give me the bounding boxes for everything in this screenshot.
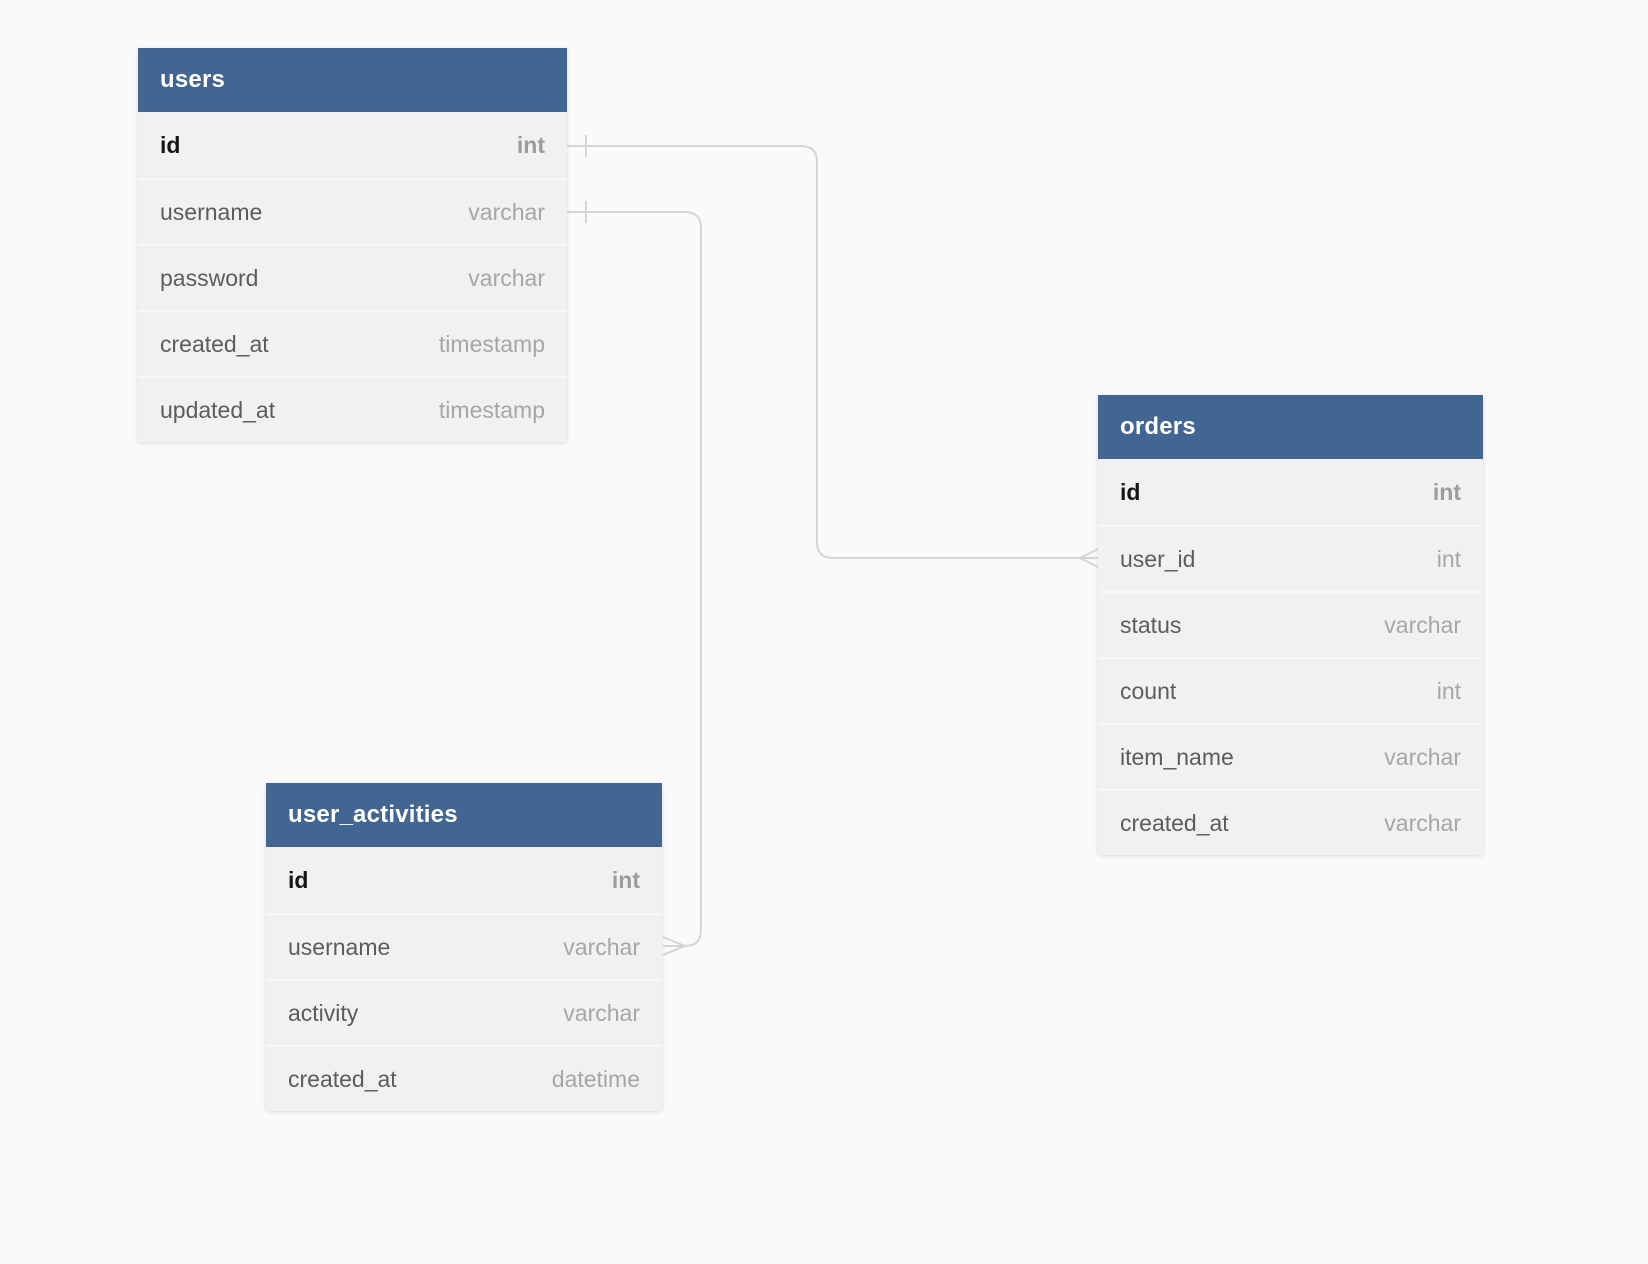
field-type: timestamp bbox=[438, 330, 545, 357]
field-row-orders-count[interactable]: count int bbox=[1098, 657, 1483, 723]
field-type: varchar bbox=[563, 933, 640, 960]
field-type: varchar bbox=[1384, 611, 1461, 638]
relationship-users-id-orders-user-id[interactable] bbox=[567, 145, 1080, 559]
field-name: id bbox=[160, 131, 181, 158]
field-row-orders-status[interactable]: status varchar bbox=[1098, 591, 1483, 657]
field-type: varchar bbox=[468, 264, 545, 291]
relationship-users-username-user-activities-username[interactable] bbox=[567, 211, 702, 947]
field-row-users-password[interactable]: password varchar bbox=[138, 244, 567, 310]
field-name: activity bbox=[288, 999, 359, 1026]
field-type: varchar bbox=[1384, 809, 1461, 836]
field-type: int bbox=[1436, 677, 1461, 704]
field-type: varchar bbox=[468, 198, 545, 225]
table-orders-header[interactable]: orders bbox=[1098, 395, 1483, 459]
field-name: created_at bbox=[160, 330, 269, 357]
field-type: int bbox=[1436, 545, 1461, 572]
field-row-users-created-at[interactable]: created_at timestamp bbox=[138, 310, 567, 376]
table-user-activities[interactable]: user_activities id int username varchar … bbox=[266, 783, 662, 1111]
field-type: timestamp bbox=[438, 396, 545, 423]
table-title: users bbox=[160, 66, 226, 93]
field-row-users-id[interactable]: id int bbox=[138, 112, 567, 178]
field-row-user-activities-activity[interactable]: activity varchar bbox=[266, 979, 662, 1045]
field-row-orders-id[interactable]: id int bbox=[1098, 459, 1483, 525]
table-users-header[interactable]: users bbox=[138, 48, 567, 112]
field-name: item_name bbox=[1120, 743, 1234, 770]
field-row-orders-created-at[interactable]: created_at varchar bbox=[1098, 789, 1483, 855]
field-row-orders-item-name[interactable]: item_name varchar bbox=[1098, 723, 1483, 789]
table-title: orders bbox=[1120, 413, 1196, 440]
field-type: int bbox=[1432, 478, 1461, 505]
field-name: id bbox=[288, 866, 309, 893]
field-name: created_at bbox=[1120, 809, 1229, 836]
field-row-users-updated-at[interactable]: updated_at timestamp bbox=[138, 376, 567, 442]
field-name: status bbox=[1120, 611, 1182, 638]
field-name: user_id bbox=[1120, 545, 1196, 572]
field-row-user-activities-created-at[interactable]: created_at datetime bbox=[266, 1045, 662, 1111]
field-type: varchar bbox=[563, 999, 640, 1026]
table-orders[interactable]: orders id int user_id int status varchar… bbox=[1098, 395, 1483, 855]
field-row-user-activities-id[interactable]: id int bbox=[266, 847, 662, 913]
field-type: varchar bbox=[1384, 743, 1461, 770]
field-type: int bbox=[516, 131, 545, 158]
many-cardinality-marker-user-activities-username bbox=[662, 936, 686, 956]
field-name: id bbox=[1120, 478, 1141, 505]
field-row-user-activities-username[interactable]: username varchar bbox=[266, 913, 662, 979]
field-row-orders-user-id[interactable]: user_id int bbox=[1098, 525, 1483, 591]
field-row-users-username[interactable]: username varchar bbox=[138, 178, 567, 244]
many-cardinality-marker-orders-user-id bbox=[1079, 548, 1099, 568]
table-users[interactable]: users id int username varchar password v… bbox=[138, 48, 567, 442]
field-name: updated_at bbox=[160, 396, 276, 423]
field-name: password bbox=[160, 264, 259, 291]
field-name: username bbox=[288, 933, 391, 960]
table-user-activities-header[interactable]: user_activities bbox=[266, 783, 662, 847]
table-title: user_activities bbox=[288, 801, 458, 828]
field-type: int bbox=[611, 866, 640, 893]
field-name: created_at bbox=[288, 1065, 397, 1092]
field-name: count bbox=[1120, 677, 1177, 704]
field-name: username bbox=[160, 198, 263, 225]
field-type: datetime bbox=[551, 1065, 640, 1092]
